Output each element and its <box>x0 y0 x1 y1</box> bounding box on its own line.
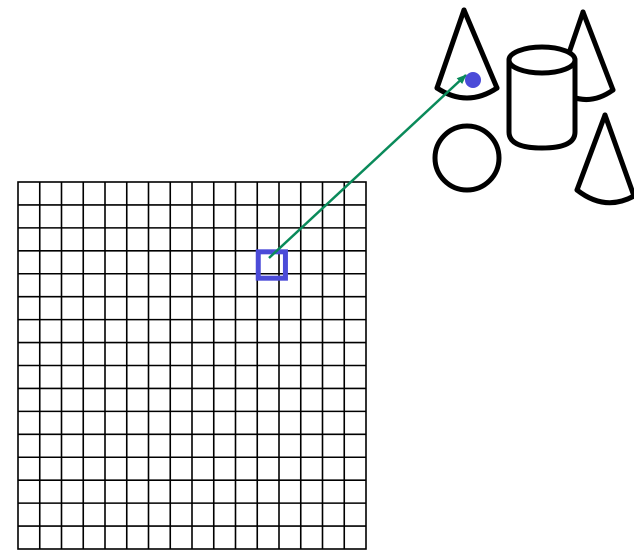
hit-point <box>465 72 481 88</box>
cone-front-side-b <box>605 115 634 196</box>
image-plane-grid <box>18 182 366 549</box>
cylinder-top <box>509 47 575 73</box>
cylinder <box>509 47 575 148</box>
cone-front-base <box>577 190 634 203</box>
scene-objects <box>435 10 634 203</box>
sphere <box>435 126 499 190</box>
cone-left-side-a <box>437 10 464 88</box>
cone-front-side-a <box>577 115 605 190</box>
cone-right-side-b <box>583 12 613 90</box>
cone-front <box>577 115 634 203</box>
